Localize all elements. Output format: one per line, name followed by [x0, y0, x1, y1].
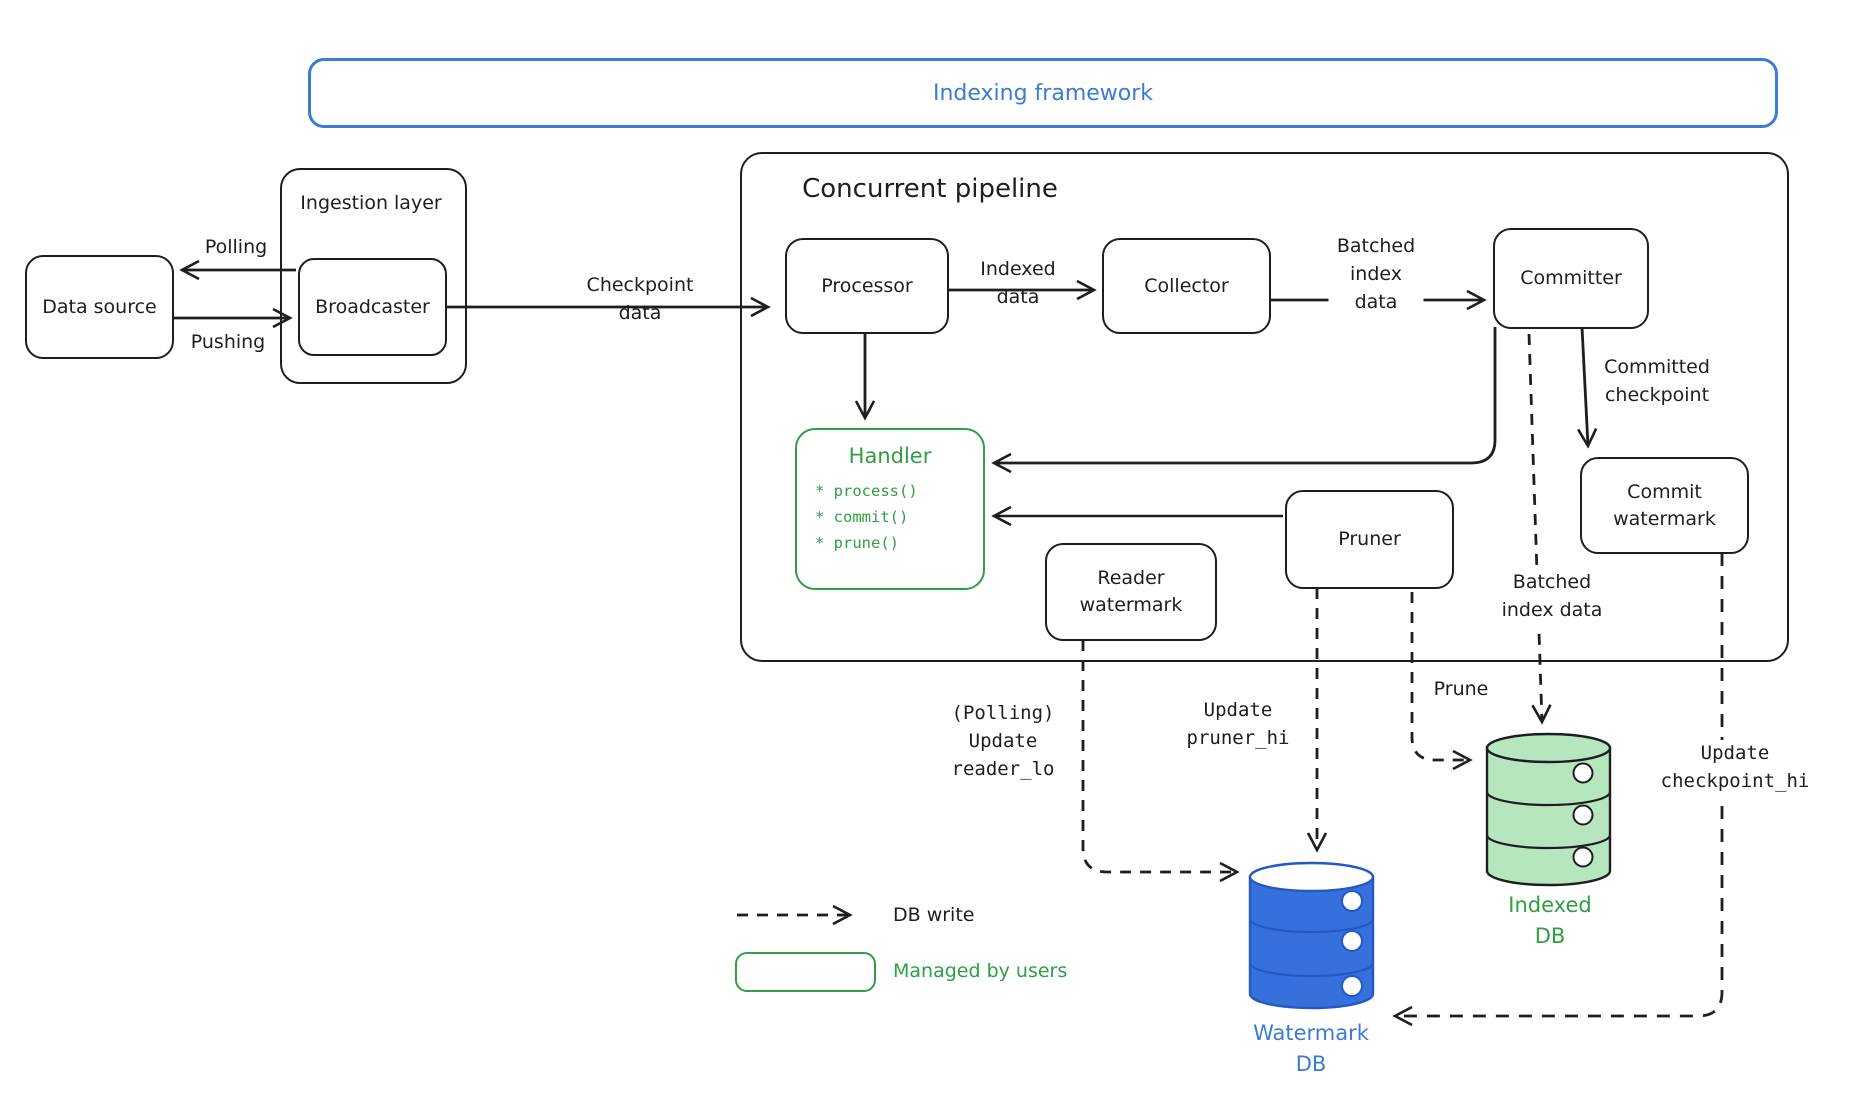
handler-method-prune: * prune() [815, 534, 899, 552]
update-reader-lo-line3: reader_lo [951, 757, 1055, 780]
collector-label: Collector [1144, 274, 1229, 297]
handler-method-commit: * commit() [815, 508, 909, 526]
concurrent-pipeline-title: Concurrent pipeline [802, 174, 1058, 204]
concurrent-pipeline-frame [740, 152, 1789, 662]
ingestion-layer-frame [280, 168, 467, 384]
checkpoint-data-edge-label: Checkpoint data [586, 274, 694, 324]
handler-method-process: * process() [815, 482, 918, 500]
commit-watermark-to-watermark-db-dashed-arrow [1392, 553, 1724, 1027]
pruner-label: Pruner [1338, 528, 1401, 551]
batched-index-data-top-edge-label: Batched index data [1328, 233, 1424, 317]
commit-watermark-node: Commit watermark [1580, 457, 1749, 554]
indexed-data-edge-label: Indexed data [980, 258, 1056, 308]
indexed-db-label: Indexed DB [1508, 893, 1592, 948]
committer-label: Committer [1520, 267, 1622, 290]
update-pruner-hi-line2: pruner_hi [1186, 726, 1290, 749]
update-reader-lo-line1: (Polling) [951, 702, 1055, 724]
legend-managed-by-users-label: Managed by users [893, 960, 1068, 982]
reader-watermark-to-watermark-db-dashed-arrow [1081, 640, 1240, 883]
processor-label: Processor [821, 274, 913, 297]
data-source-node: Data source [25, 255, 174, 359]
indexing-framework-title: Indexing framework [932, 80, 1154, 106]
update-pruner-hi-line1: Update [1203, 699, 1273, 721]
collector-node: Collector [1102, 238, 1271, 334]
pruner-node: Pruner [1285, 490, 1454, 589]
indexed-db-cylinder [1485, 732, 1612, 887]
broadcaster-label: Broadcaster [315, 295, 430, 318]
committer-to-indexed-db-dashed-arrow [1527, 333, 1552, 725]
watermark-db-label: Watermark DB [1253, 1021, 1369, 1076]
update-pruner-hi-label: Update pruner_hi [1187, 697, 1290, 753]
update-reader-lo-line2: Update [968, 729, 1038, 752]
update-checkpoint-hi-line1: Update [1700, 742, 1770, 764]
batched-index-data-bottom-line1: Batched [1512, 571, 1592, 593]
data-source-label: Data source [42, 295, 157, 318]
legend-managed-by-users-swatch [735, 952, 876, 992]
prune-to-indexed-db-dashed-arrow [1410, 592, 1473, 771]
update-reader-lo-label: (Polling) Update reader_lo [952, 700, 1055, 784]
handler-node: Handler * process() * commit() * prune() [795, 428, 985, 590]
committer-node: Committer [1493, 228, 1649, 329]
update-checkpoint-hi-line2: checkpoint_hi [1660, 769, 1810, 792]
reader-watermark-label: Reader watermark [1079, 567, 1183, 616]
commit-watermark-label: Commit watermark [1613, 480, 1716, 530]
processor-node: Processor [785, 238, 949, 334]
broadcaster-node: Broadcaster [298, 258, 447, 356]
update-checkpoint-hi-label: Update checkpoint_hi [1660, 740, 1810, 796]
ingestion-layer-label: Ingestion layer [300, 192, 442, 214]
handler-title: Handler [848, 444, 932, 468]
committer-to-commit-watermark-arrow [1577, 326, 1598, 449]
polling-edge-label: Polling [204, 236, 268, 258]
watermark-db-cylinder [1248, 861, 1375, 1010]
committer-to-handler-arrow [991, 327, 1497, 474]
batched-index-data-bottom-line2: index data [1501, 598, 1603, 621]
pushing-edge-label: Pushing [190, 331, 266, 353]
indexing-framework-banner: Indexing framework [308, 58, 1778, 128]
prune-edge-label: Prune [1433, 678, 1489, 700]
reader-watermark-node: Reader watermark [1045, 543, 1217, 641]
batched-index-data-bottom-edge-label: Batched index data [1501, 569, 1603, 625]
legend-db-write-label: DB write [893, 904, 975, 926]
committed-checkpoint-edge-label: Committed checkpoint [1604, 356, 1710, 406]
